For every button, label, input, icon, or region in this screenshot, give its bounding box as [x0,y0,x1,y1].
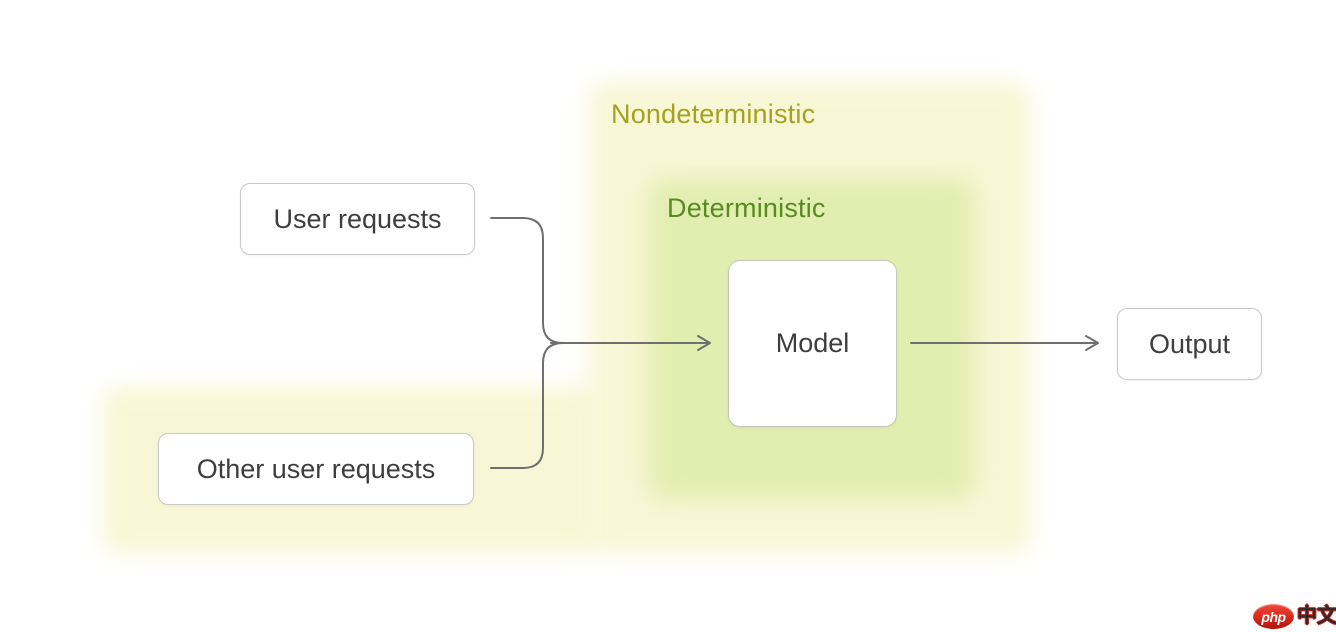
php-logo-text: php [1261,608,1286,625]
node-other-user-requests-label: Other user requests [196,453,436,484]
region-label-nondeterministic: Nondeterministic [611,99,816,129]
node-output: Output [1117,308,1262,380]
php-logo-badge: php [1253,604,1294,629]
node-other-user-requests: Other user requests [158,433,474,505]
node-output-label: Output [1148,328,1231,359]
arrowhead-model [697,335,711,351]
connector-user-requests-to-merge [490,217,564,344]
node-user-requests-label: User requests [273,203,442,234]
node-user-requests: User requests [240,183,475,255]
arrowhead-output [1085,335,1099,351]
node-model-label: Model [775,328,850,358]
watermark-php-cn: php 中文网 [1253,604,1336,629]
watermark-site-text: 中文网 [1297,605,1336,627]
node-model: Model [728,260,897,427]
region-label-deterministic: Deterministic [667,193,826,223]
connector-other-user-requests-to-merge [490,342,564,469]
